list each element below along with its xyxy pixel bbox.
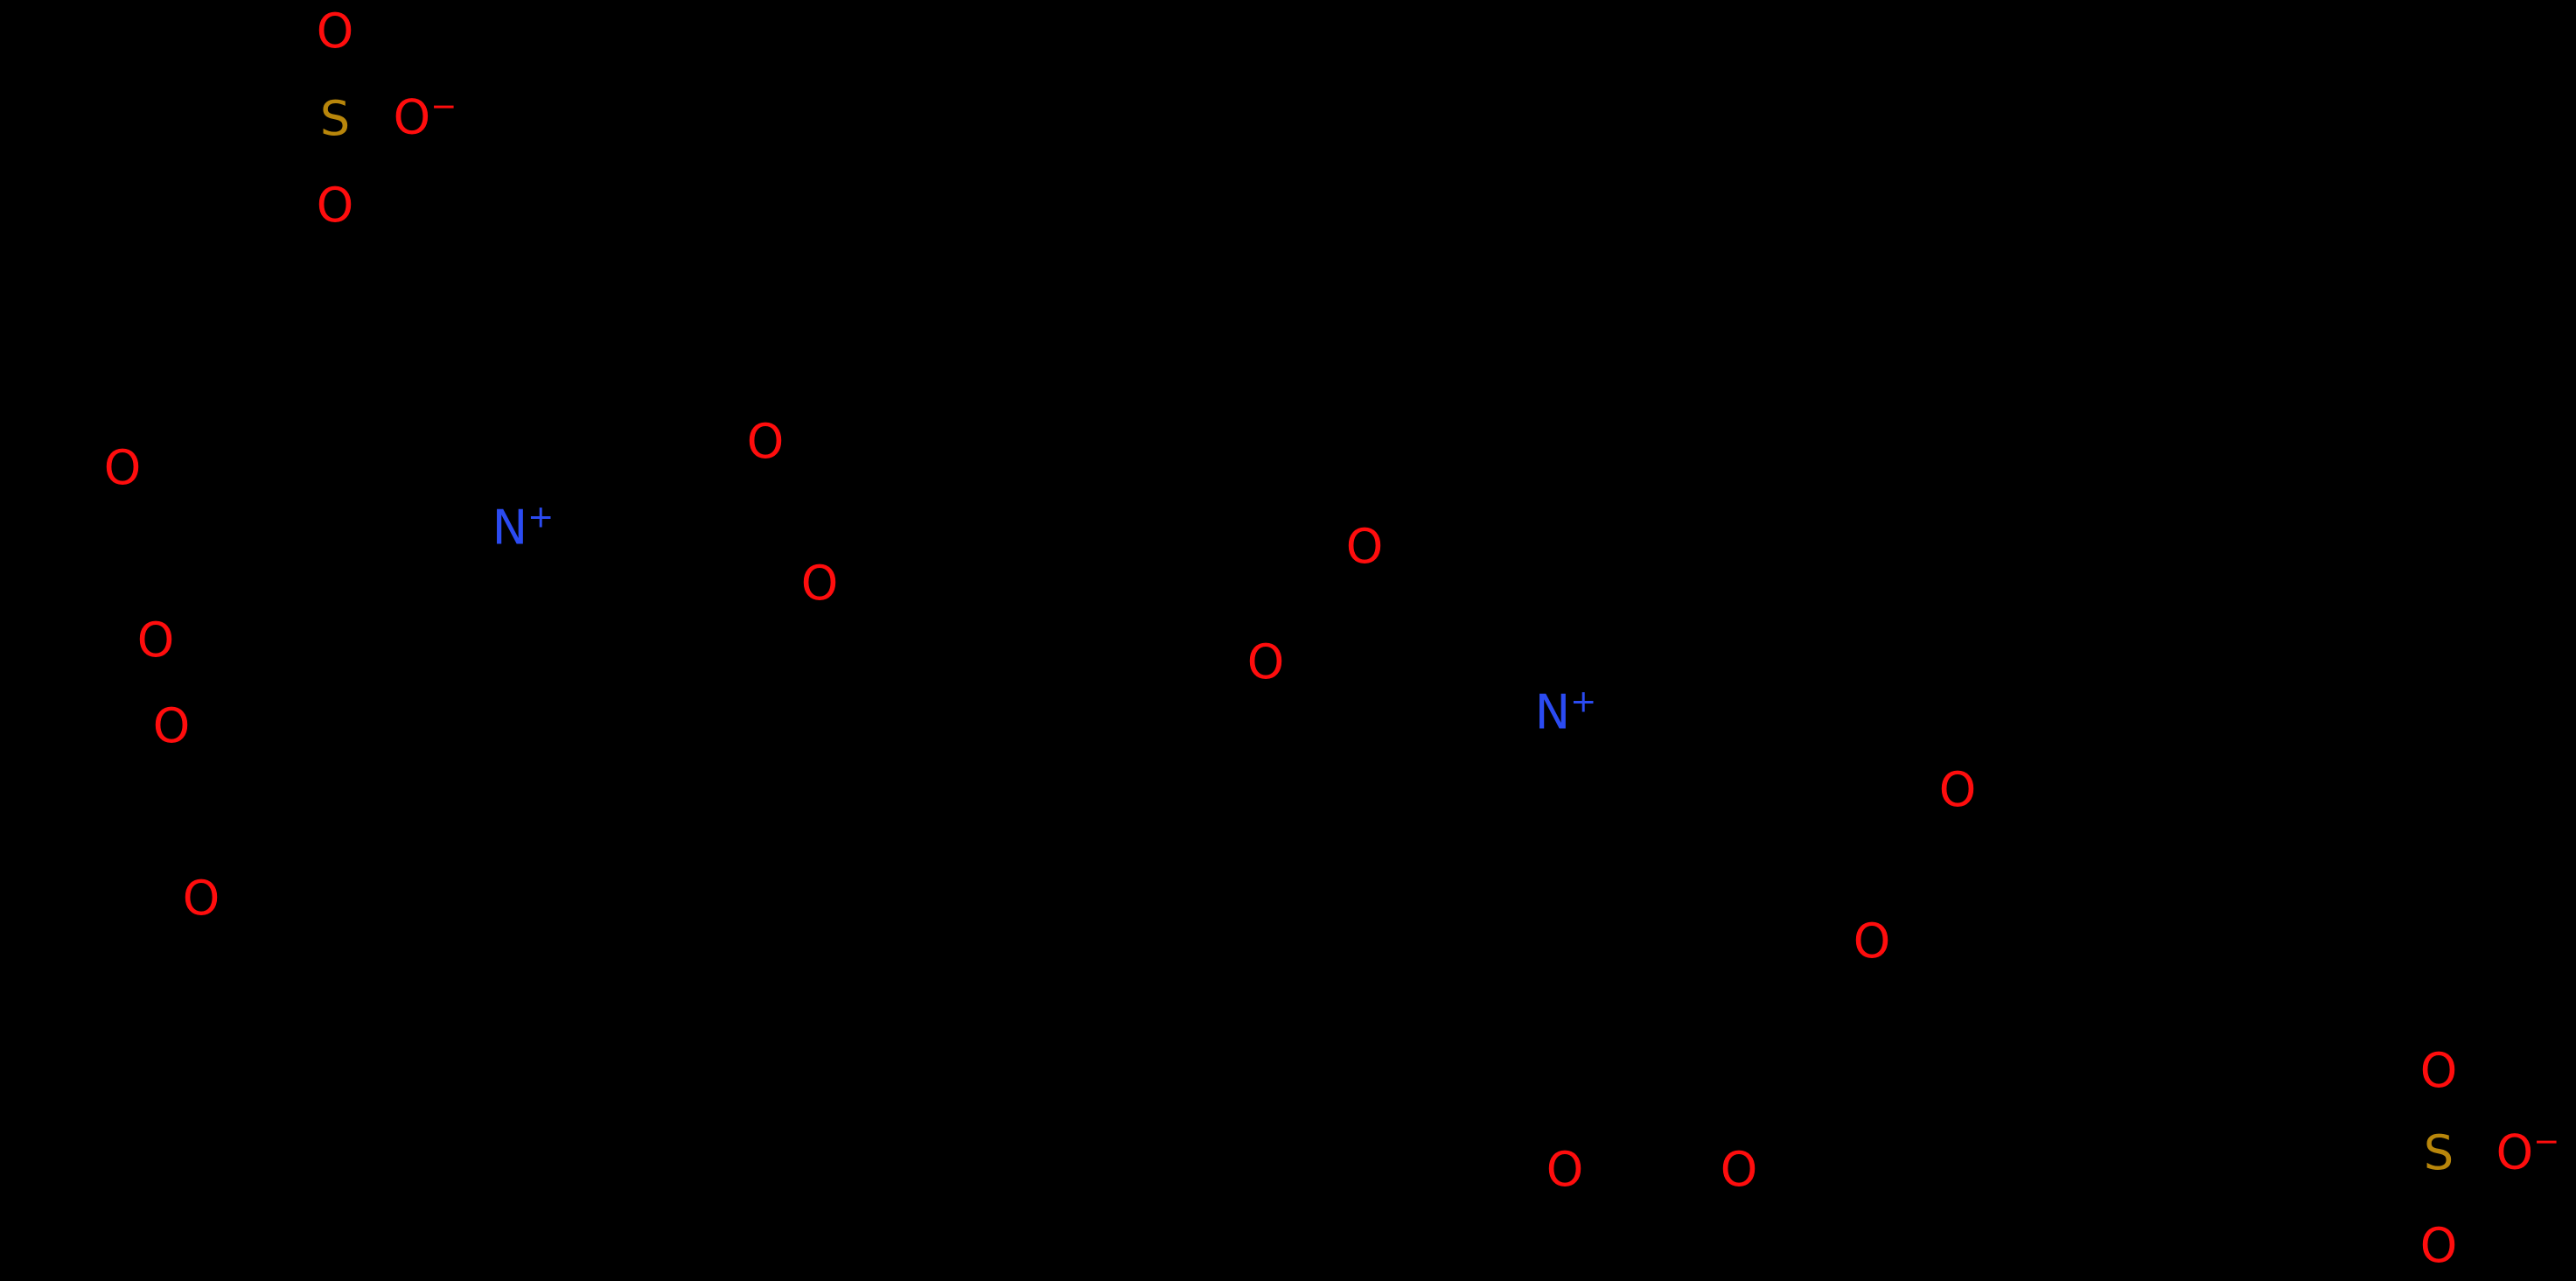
atom-label-o-o3: O <box>317 182 354 229</box>
element-symbol: O <box>746 414 785 469</box>
bond <box>199 794 273 833</box>
element-symbol: N <box>1534 684 1571 740</box>
bond <box>698 434 750 457</box>
bond <box>1074 558 1156 606</box>
formal-charge: + <box>1570 683 1597 720</box>
element-symbol: O <box>1938 762 1977 817</box>
atom-label-o-o14: O <box>1546 1146 1584 1194</box>
bond <box>1328 611 1419 632</box>
bond <box>1310 580 1353 623</box>
bond <box>217 690 317 747</box>
bond <box>269 744 317 798</box>
bond <box>1643 926 1742 982</box>
formal-charge: + <box>527 499 555 536</box>
atom-label-o-o7: O <box>183 875 220 922</box>
element-symbol: O <box>1853 914 1891 969</box>
bond <box>363 82 443 130</box>
bond <box>1564 821 1646 877</box>
bond <box>257 62 356 121</box>
element-symbol: S <box>2423 1125 2454 1180</box>
element-symbol: O <box>136 612 175 668</box>
atom-label-o-o8: O <box>747 418 785 466</box>
element-symbol: O <box>316 4 354 59</box>
bond <box>1739 926 1839 982</box>
element-symbol: O <box>1246 634 1285 690</box>
element-symbol: O <box>393 89 431 145</box>
bond <box>1643 821 1742 877</box>
atom-label-o-o17: O− <box>2496 1124 2560 1180</box>
bond <box>217 523 317 581</box>
bond <box>276 240 356 287</box>
bond <box>768 488 824 549</box>
bond <box>764 501 821 562</box>
atom-label-o-o6: O <box>153 703 191 750</box>
atom-label-n-n2: N+ <box>1534 683 1597 740</box>
bond <box>917 558 999 597</box>
bond <box>602 383 702 438</box>
atom-label-n-n1: N+ <box>492 499 555 552</box>
element-symbol: O <box>182 871 220 926</box>
atom-label-o-o15: O <box>1721 1146 1758 1194</box>
element-symbol: O <box>103 440 142 495</box>
bond <box>324 681 402 728</box>
atom-label-o-o10: O <box>1346 523 1384 570</box>
atom-label-o-o16: O <box>2420 1047 2458 1095</box>
element-symbol: O <box>1345 519 1384 574</box>
bond <box>1232 637 1248 656</box>
element-symbol: O <box>2419 1218 2458 1273</box>
bond <box>353 62 451 121</box>
bond <box>324 541 402 590</box>
element-symbol: N <box>492 500 528 556</box>
bond <box>313 690 413 747</box>
bond <box>1415 628 1489 693</box>
element-symbol: O <box>316 178 354 233</box>
atom-label-s-s2: S <box>2424 1130 2454 1177</box>
bond <box>521 383 605 439</box>
element-symbol: O <box>800 556 839 611</box>
bond <box>121 523 220 581</box>
atom-label-o-o4: O <box>104 444 142 492</box>
bond <box>1739 1083 1839 1139</box>
bond <box>1282 611 1331 664</box>
atom-label-s-s1: S <box>320 95 350 143</box>
atom-label-o-o2: O− <box>393 88 457 145</box>
atom-label-o-o11: O <box>1247 639 1285 686</box>
element-symbol: O <box>1720 1142 1758 1197</box>
atom-label-o-o13: O <box>1853 918 1891 965</box>
bond <box>170 751 220 789</box>
bond <box>409 523 493 528</box>
formal-charge: − <box>430 88 457 125</box>
formal-charge: − <box>2533 1124 2560 1160</box>
bond <box>1643 1083 1742 1139</box>
atom-label-o-o9: O <box>801 560 839 607</box>
bond <box>1328 571 1366 614</box>
bond <box>1485 690 1541 706</box>
element-symbol: O <box>152 698 191 753</box>
element-symbol: O <box>2496 1124 2534 1180</box>
element-symbol: O <box>2419 1043 2458 1098</box>
bond <box>154 659 220 693</box>
bond <box>1153 602 1235 640</box>
atom-label-o-o5: O <box>137 617 175 664</box>
element-symbol: S <box>319 91 351 146</box>
atom-label-o-o18: O <box>2420 1222 2458 1270</box>
element-symbol: O <box>1546 1142 1584 1197</box>
bond <box>1870 821 1959 877</box>
bond <box>313 523 413 581</box>
atom-label-o-o1: O <box>317 8 354 55</box>
bond <box>353 228 451 286</box>
bond <box>353 283 439 334</box>
bond <box>436 401 493 466</box>
atom-label-o-o12: O <box>1939 766 1977 814</box>
